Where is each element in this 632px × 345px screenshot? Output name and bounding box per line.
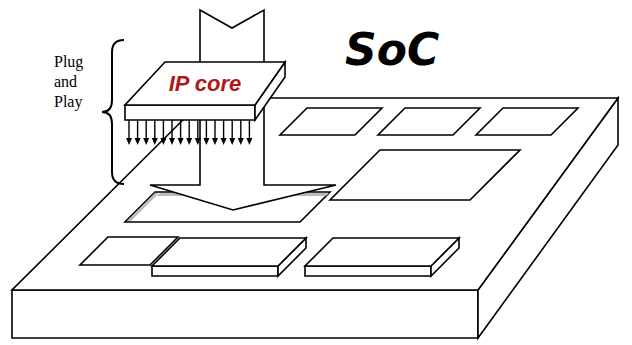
- chip-pin: [152, 138, 158, 145]
- ip-core-box: IP core: [169, 72, 242, 96]
- chip-pin: [197, 120, 198, 140]
- chip-pin: [171, 120, 172, 140]
- chip-pin: [186, 138, 192, 145]
- chip-top: [125, 62, 285, 105]
- raised-block: [152, 238, 306, 266]
- raised-block: [305, 238, 459, 266]
- chip-pin: [212, 138, 218, 145]
- chip-pin: [126, 138, 132, 145]
- chip-pin: [223, 120, 224, 140]
- chip-pin: [246, 138, 252, 145]
- chip-pin: [163, 120, 164, 140]
- chip-pin: [188, 120, 189, 140]
- raised-block: [305, 266, 431, 276]
- chip-pin: [128, 120, 129, 140]
- ip-core-chip: [125, 62, 285, 145]
- board-front: [12, 290, 478, 338]
- board-top: [12, 98, 618, 290]
- core-outline: [330, 150, 520, 200]
- chip-pin: [206, 120, 207, 140]
- chip-pin: [169, 138, 175, 145]
- chip-pin: [240, 120, 241, 140]
- chip-pin: [178, 138, 184, 145]
- chip-pin: [221, 138, 227, 145]
- chip-pin: [231, 120, 232, 140]
- chip-label: IP core: [169, 72, 242, 96]
- core-outline: [476, 108, 578, 135]
- soc-title: SoC: [345, 22, 439, 77]
- chip-pin: [229, 138, 235, 145]
- chip-pin: [249, 120, 250, 140]
- core-outline: [280, 108, 382, 135]
- chip-pin: [180, 120, 181, 140]
- chip-pin: [137, 120, 138, 140]
- chip-pin: [214, 120, 215, 140]
- chip-pin: [195, 138, 201, 145]
- chip-pin: [154, 120, 155, 140]
- plug-play-label: Plug and Play: [54, 52, 83, 112]
- core-outline: [378, 108, 480, 135]
- chip-pin: [203, 138, 209, 145]
- brace: [102, 40, 124, 184]
- slot-shade: [127, 193, 159, 221]
- chip-pin: [238, 138, 244, 145]
- chip-pin: [145, 120, 146, 140]
- chip-front: [125, 105, 255, 120]
- chip-pin: [160, 138, 166, 145]
- raised-block: [152, 266, 278, 276]
- chip-pin: [143, 138, 149, 145]
- chip-pins: [126, 120, 252, 145]
- chip-pin: [135, 138, 141, 145]
